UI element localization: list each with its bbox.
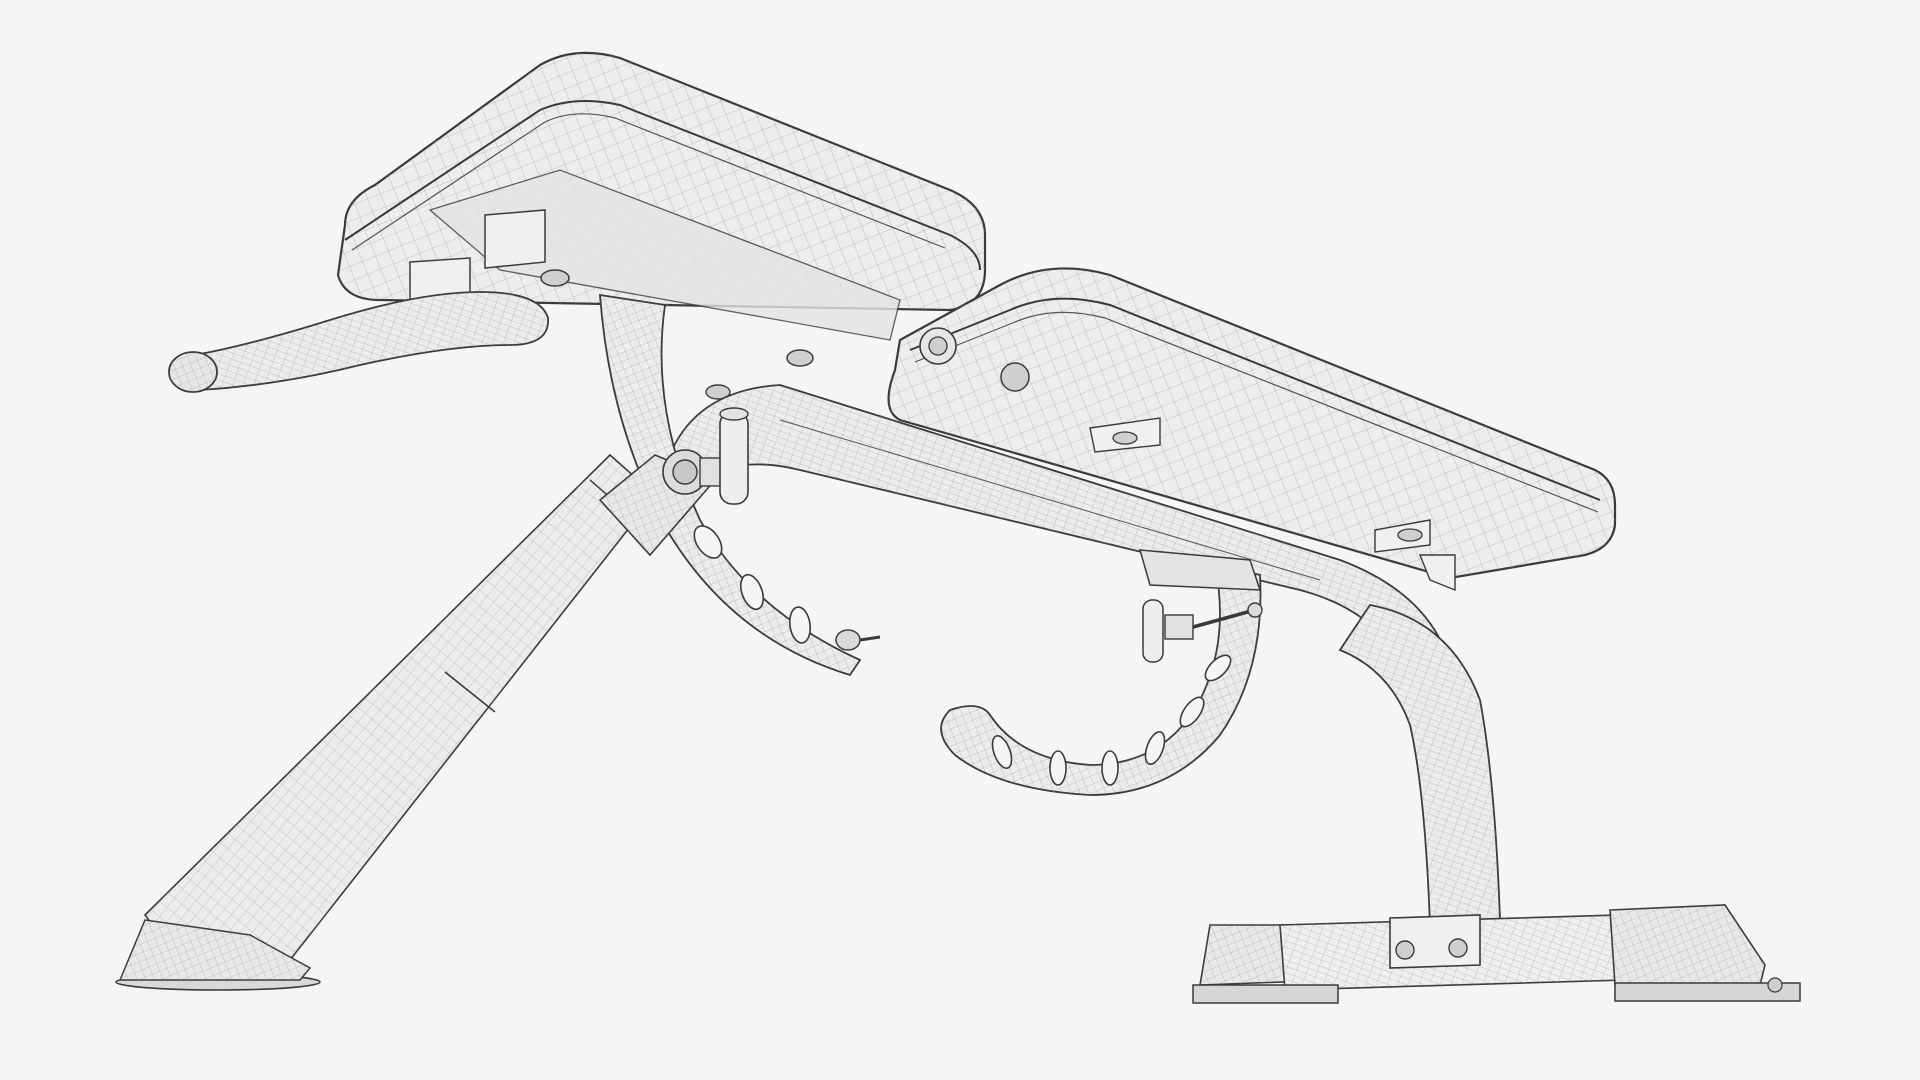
back-pivot-bracket [598,449,731,557]
leg-holder-tube [168,291,549,393]
front-base [1192,904,1801,1004]
back-pad [336,51,987,400]
back-pop-pin[interactable] [719,407,749,505]
seat-adjustment-arc [940,549,1262,796]
rear-foot-pad [115,919,321,991]
seat-pad [887,267,1617,592]
seat-pop-pin[interactable] [1142,599,1263,663]
